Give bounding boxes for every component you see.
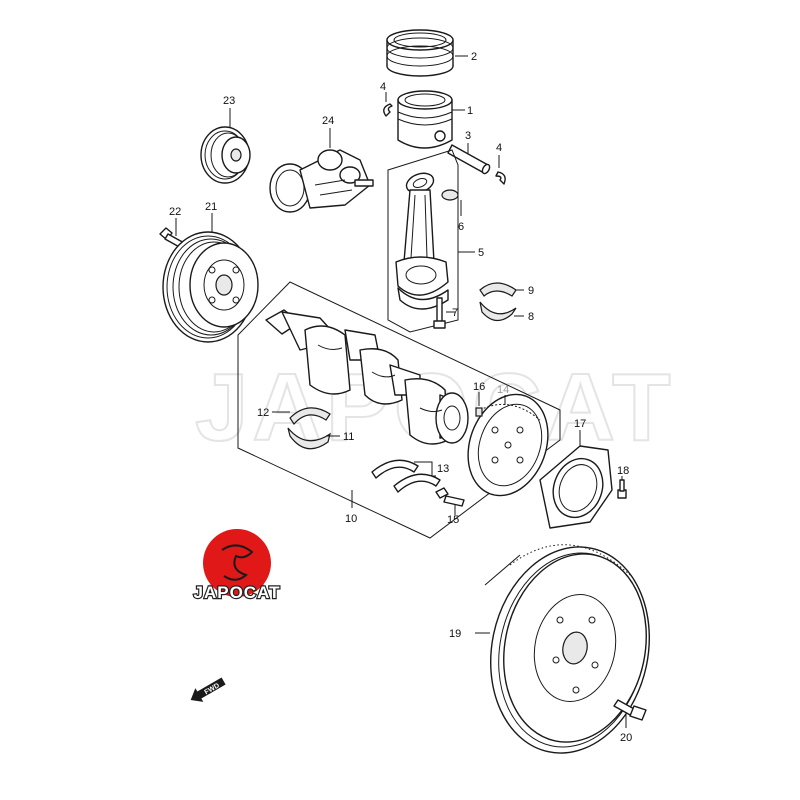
callout-12: 12: [257, 407, 269, 419]
callout-10: 10: [345, 513, 357, 525]
crankshaft-frame: [237, 281, 561, 539]
callout-24: 24: [322, 115, 334, 127]
callout-19: 19: [449, 628, 461, 640]
piston-pin[interactable]: [447, 144, 491, 175]
callout-13: 13: [437, 463, 449, 475]
crankshaft-pulley[interactable]: [162, 231, 259, 343]
connecting-rod-bush[interactable]: [441, 189, 459, 201]
fwd-arrow-icon: FWD: [190, 677, 226, 702]
crankshaft[interactable]: [265, 309, 469, 445]
reluctor-bolt[interactable]: [435, 487, 465, 507]
callout-16: 16: [473, 381, 485, 393]
callout-21: 21: [205, 201, 217, 213]
callout-15: 15: [447, 514, 459, 526]
callout-17: 17: [574, 418, 586, 430]
logo-mark-icon: [221, 544, 254, 581]
logo-emblem: [203, 529, 271, 597]
connecting-rod-frame: [387, 149, 459, 333]
callout-1: 1: [467, 105, 473, 117]
main-bearing-lower[interactable]: [287, 427, 331, 450]
flywheel[interactable]: [472, 532, 668, 768]
fwd-label: FWD: [204, 682, 221, 696]
piston[interactable]: [397, 90, 453, 149]
rod-bearing-lower[interactable]: [479, 301, 517, 322]
callout-22: 22: [169, 206, 181, 218]
callout-14: 14: [497, 384, 509, 396]
callout-4-left: 4: [380, 81, 386, 93]
callout-20: 20: [620, 732, 632, 744]
callout-23: 23: [223, 95, 235, 107]
callout-4-right: 4: [496, 142, 502, 154]
thrust-washers[interactable]: [371, 459, 441, 493]
callout-8: 8: [528, 311, 534, 323]
callout-18: 18: [617, 465, 629, 477]
rod-bearing-upper[interactable]: [479, 282, 517, 297]
idler-pulley[interactable]: [200, 126, 251, 184]
reluctor-ring[interactable]: [455, 383, 562, 507]
piston-rings[interactable]: [386, 29, 454, 77]
logo-text: JAPOCAT: [194, 583, 281, 602]
callout-9: 9: [528, 285, 534, 297]
callout-2: 2: [471, 51, 477, 63]
callout-3: 3: [465, 130, 471, 142]
circlip-right[interactable]: [495, 171, 506, 185]
pulley-bolt[interactable]: [159, 227, 187, 250]
connecting-rod-bolt[interactable]: [433, 297, 446, 329]
circlip-left[interactable]: [383, 103, 393, 117]
flywheel-bolt[interactable]: [613, 699, 647, 721]
callout-5: 5: [478, 247, 484, 259]
main-bearing-upper[interactable]: [289, 407, 331, 425]
callout-6: 6: [458, 221, 464, 233]
seal-housing-bolt[interactable]: [617, 479, 627, 499]
dowel-pin[interactable]: [475, 407, 483, 417]
belt-tensioner[interactable]: [269, 149, 374, 213]
connecting-rod[interactable]: [395, 170, 449, 310]
callout-11: 11: [343, 431, 354, 443]
brand-logo: JAPOCAT: [192, 529, 281, 603]
callout-7: 7: [452, 307, 458, 319]
